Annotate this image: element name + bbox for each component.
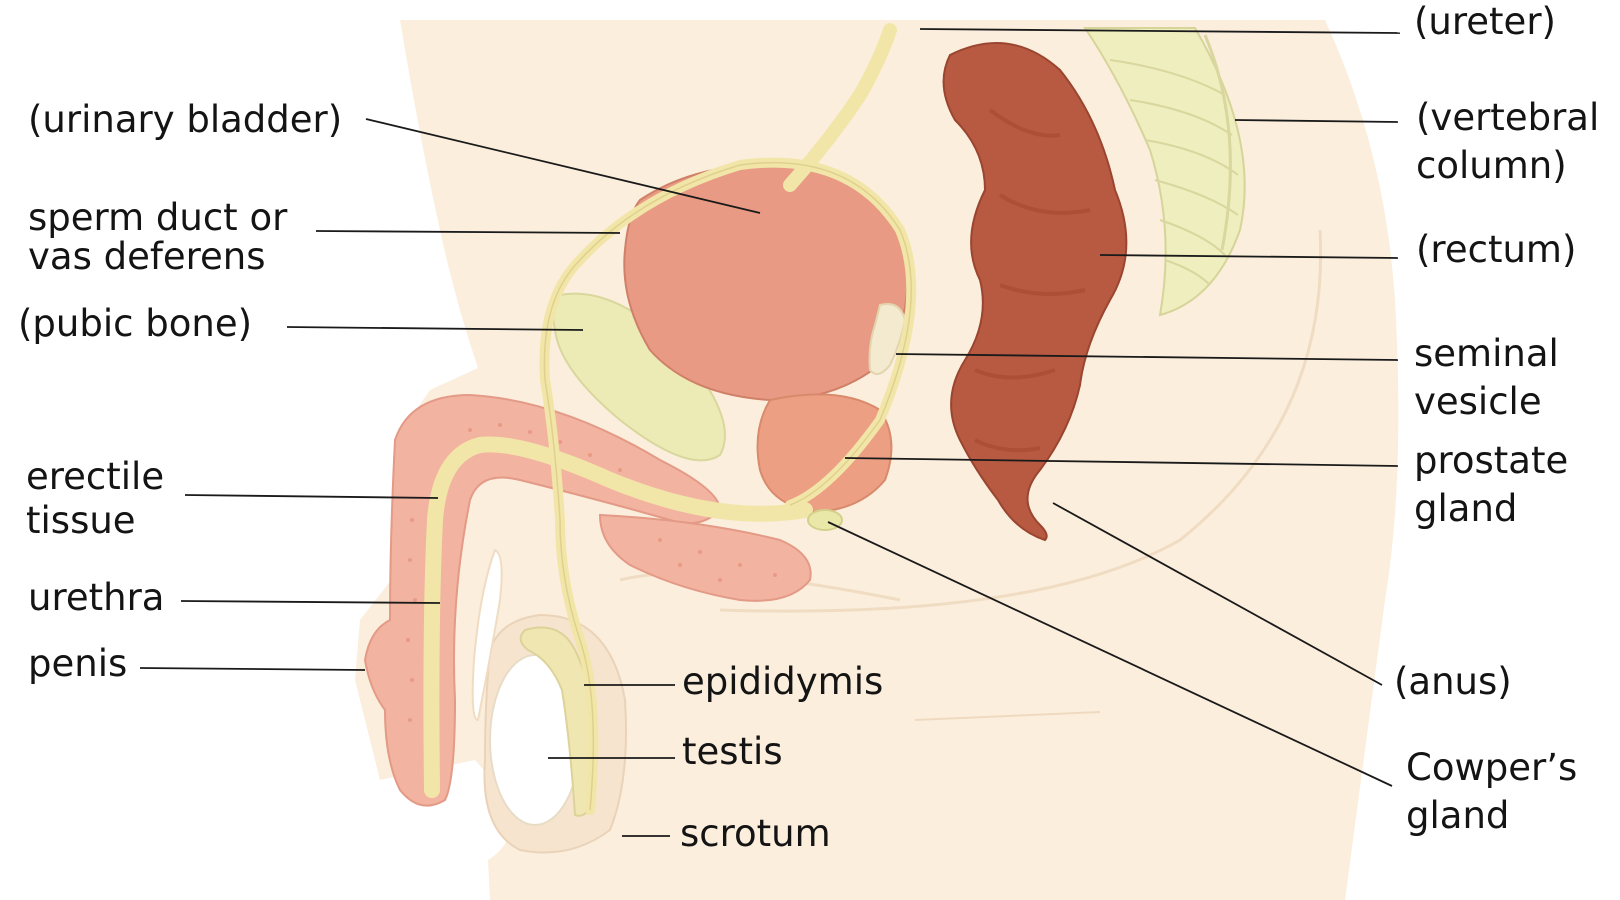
label-cowpers-gland-line-2: gland: [1406, 794, 1510, 837]
label-rectum: (rectum): [1416, 230, 1576, 270]
label-urinary-bladder: (urinary bladder): [28, 100, 342, 140]
leader-pubic-bone: [286, 326, 584, 331]
leader-cowpers-gland: [827, 521, 1393, 787]
label-epididymis: epididymis: [682, 662, 883, 702]
label-anus: (anus): [1394, 662, 1512, 702]
label-pubic-bone-line-1: (pubic bone): [18, 302, 253, 345]
label-penis: penis: [28, 644, 127, 684]
label-cowpers-gland-line-1: Cowper’s: [1406, 746, 1578, 789]
label-anus-line-1: (anus): [1394, 660, 1512, 703]
label-sperm-duct: sperm duct or vas deferens: [28, 198, 287, 276]
ureter-shape: [783, 23, 897, 192]
label-scrotum-line-1: scrotum: [680, 812, 831, 855]
vertebral-column-shape: [1083, 27, 1246, 317]
label-testis-line-1: testis: [682, 730, 783, 773]
label-urethra: urethra: [28, 578, 164, 618]
leader-anus: [1052, 502, 1383, 686]
leader-prostate-gland: [844, 457, 1399, 467]
leader-ureter: [919, 28, 1401, 34]
leader-vertebral-column: [1234, 119, 1399, 123]
label-vertebral-column-line-1: (vertebral: [1416, 96, 1600, 139]
leader-urethra: [180, 600, 441, 604]
leader-rectum: [1099, 254, 1399, 259]
epididymis-shape: [519, 626, 597, 817]
label-vertebral-column-line-2: column): [1416, 144, 1567, 187]
penis-shape: [363, 393, 722, 807]
leader-sperm-duct: [315, 230, 621, 234]
seminal-vesicle-shape: [868, 303, 907, 375]
gap-between-penis-and-scrotum: [471, 548, 503, 722]
leader-seminal-vesicle: [895, 353, 1399, 361]
pelvic-outline: [719, 229, 1323, 613]
label-rectum-line-1: (rectum): [1416, 228, 1577, 271]
label-epididymis-line-1: epididymis: [682, 660, 884, 703]
label-seminal-vesicle: seminal vesicle: [1414, 330, 1559, 426]
label-sperm-duct-line-1: sperm duct or: [28, 196, 288, 239]
label-scrotum: scrotum: [680, 814, 831, 854]
label-prostate-gland-line-2: gland: [1414, 487, 1518, 530]
urethra-shape: [423, 436, 813, 798]
label-erectile-tissue-line-1: erectile: [26, 455, 165, 498]
leader-erectile-tissue: [184, 494, 439, 499]
label-pubic-bone: (pubic bone): [18, 304, 252, 344]
label-cowpers-gland: Cowper’s gland: [1406, 744, 1577, 840]
label-testis: testis: [682, 732, 783, 772]
label-prostate-gland: prostate gland: [1414, 437, 1568, 533]
leader-penis: [139, 667, 366, 671]
label-ureter-line-1: (ureter): [1414, 0, 1556, 43]
erectile-tissue-lower: [598, 513, 812, 602]
thigh-outline: [914, 711, 1101, 721]
label-seminal-vesicle-line-1: seminal: [1414, 332, 1559, 375]
prostate-shape: [756, 393, 893, 514]
label-urethra-line-1: urethra: [28, 576, 165, 619]
label-ureter: (ureter): [1414, 2, 1556, 42]
label-penis-line-1: penis: [28, 642, 128, 685]
label-vertebral-column: (vertebral column): [1416, 94, 1599, 190]
label-urinary-bladder-line-1: (urinary bladder): [28, 98, 343, 141]
leader-urinary-bladder: [365, 118, 761, 214]
label-erectile-tissue-line-2: tissue: [26, 499, 136, 542]
label-seminal-vesicle-line-2: vesicle: [1414, 380, 1542, 423]
label-sperm-duct-line-2: vas deferens: [28, 235, 266, 278]
label-erectile-tissue: erectile tissue: [26, 455, 164, 543]
label-prostate-gland-line-1: prostate: [1414, 439, 1569, 482]
